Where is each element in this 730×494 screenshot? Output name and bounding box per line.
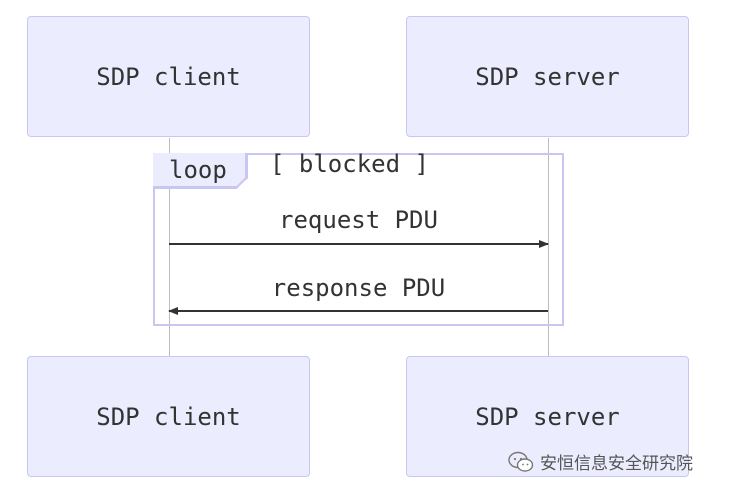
wechat-icon (508, 451, 534, 472)
message-label-request: request PDU (279, 206, 438, 234)
message-label-response: response PDU (271, 274, 446, 302)
actor-server-bottom-label: SDP server (475, 402, 620, 431)
actor-server-top: SDP server (406, 16, 689, 137)
loop-frame (153, 153, 564, 326)
watermark-text: 安恒信息安全研究院 (540, 454, 693, 474)
actor-client-bottom: SDP client (27, 356, 310, 477)
actor-client-bottom-label: SDP client (96, 402, 241, 431)
actor-client-top-label: SDP client (96, 62, 241, 91)
actor-server-bottom: SDP server (406, 356, 689, 477)
client-lifeline (169, 138, 170, 356)
actor-server-top-label: SDP server (475, 62, 620, 91)
watermark: 安恒信息安全研究院 (508, 449, 693, 474)
loop-condition: [ blocked ] (270, 150, 429, 178)
actor-client-top: SDP client (27, 16, 310, 137)
